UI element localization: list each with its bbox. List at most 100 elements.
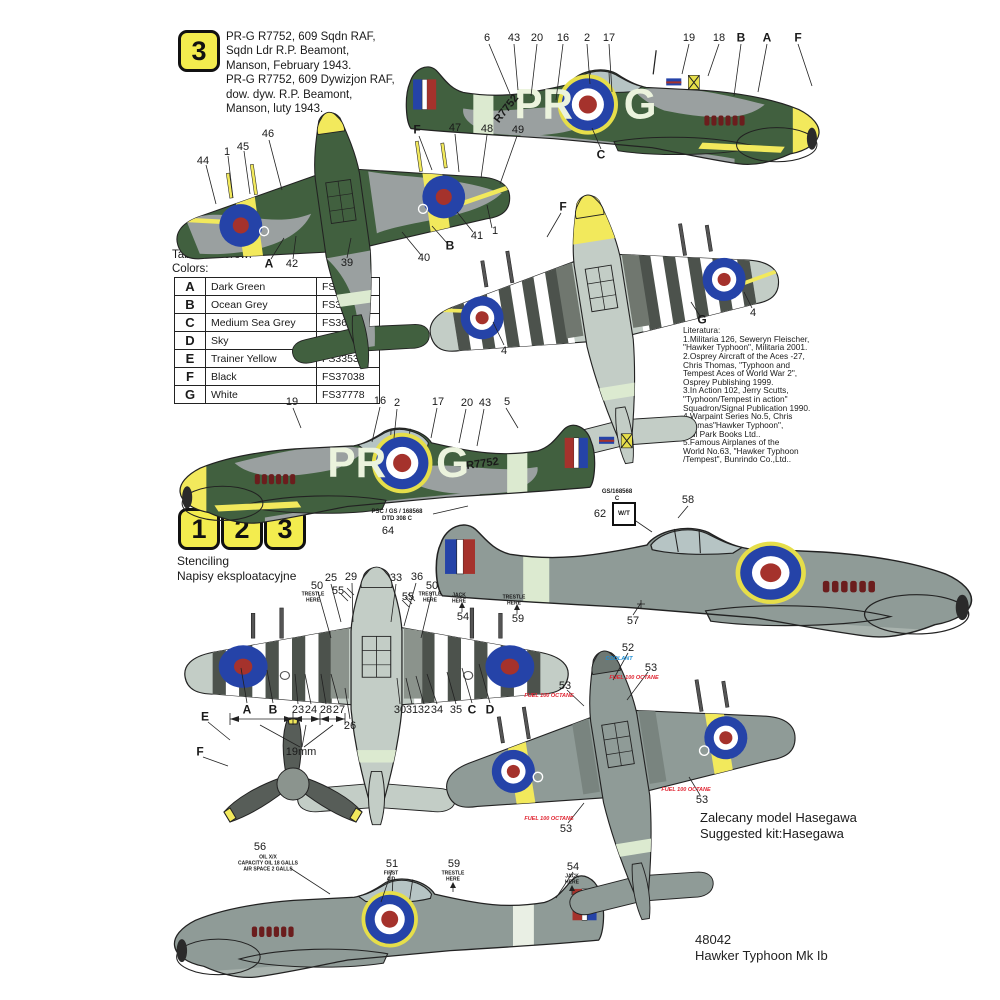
callout-label: 54 <box>566 860 580 873</box>
callout-label: 53 <box>695 793 709 806</box>
callout-label: 1 <box>223 145 231 158</box>
callout-label: 44 <box>196 154 210 167</box>
callout-label: 30 <box>393 703 407 716</box>
kit-number: 48042 <box>695 932 732 947</box>
callout-label: TRESTLE HERE <box>301 591 325 603</box>
callout-label: 16 <box>373 394 387 407</box>
callout-label: 43 <box>478 396 492 409</box>
callout-label: 27 <box>332 703 346 716</box>
callout-label: 4 <box>500 344 508 357</box>
callout-label: 18 <box>712 31 726 44</box>
color-name: Medium Sea Grey <box>205 313 317 332</box>
callout-label: 43 <box>507 31 521 44</box>
callout-label: A <box>762 30 772 45</box>
callout-label: TRESTLE HERE <box>502 594 526 606</box>
callout-label: 4 <box>749 306 757 319</box>
callout-label: B <box>736 30 746 45</box>
callout-label: B <box>445 238 455 253</box>
callout-label: TRESTLE HERE <box>441 870 465 882</box>
callout-label: FUEL 100 OCTANE <box>661 786 711 793</box>
callout-label: F <box>413 122 421 137</box>
callout-label: 41 <box>470 229 484 242</box>
callout-label: 53 <box>644 661 658 674</box>
color-code: A <box>174 277 206 296</box>
callout-label: 57 <box>626 614 640 627</box>
callout-label: 34 <box>430 703 444 716</box>
callout-label: 55 <box>331 584 345 597</box>
callout-label: 23 <box>291 703 305 716</box>
callout-label: 47 <box>448 121 462 134</box>
callout-label: 28 <box>319 703 333 716</box>
color-name: Sky <box>205 331 317 350</box>
callout-label: 26 <box>343 719 357 732</box>
fs-number: FS37778 <box>316 385 380 404</box>
callout-label: W/T <box>612 502 636 526</box>
callout-label: B <box>268 702 278 717</box>
callout-label: 29 <box>344 570 358 583</box>
callout-label: 40 <box>417 251 431 264</box>
scheme-description: PR-G R7752, 609 Sqdn RAF, Sqdn Ldr R.P. … <box>226 31 395 115</box>
callout-label: C <box>467 702 477 717</box>
callout-label: FUEL 100 OCTANE <box>524 815 574 822</box>
callout-label: 16 <box>556 31 570 44</box>
callout-label: FIRST AID <box>383 870 399 882</box>
callout-label: 53 <box>558 679 572 692</box>
callout-label: PSC / GS / 168568 DTD 308 C <box>371 508 423 522</box>
color-name: White <box>205 385 317 404</box>
callout-label: F <box>196 744 204 759</box>
callout-label: JACK HERE <box>565 873 579 885</box>
callout-label: 58 <box>681 493 695 506</box>
color-name: Ocean Grey <box>205 295 317 314</box>
callout-label: 1 <box>491 224 499 237</box>
callout-label: F <box>559 199 567 214</box>
callout-label: FUEL 100 OCTANE <box>609 674 659 681</box>
callout-label: A <box>242 702 252 717</box>
callout-label: 36 <box>410 570 424 583</box>
callout-label: 39 <box>340 256 354 269</box>
color-code: E <box>174 349 206 368</box>
callout-label: 46 <box>261 127 275 140</box>
callout-label: 51 <box>385 857 399 870</box>
callout-label: 33 <box>389 571 403 584</box>
callout-label: 25 <box>324 571 338 584</box>
fuselage-code-right: G <box>436 439 469 486</box>
callout-label: 17 <box>602 31 616 44</box>
profile-port-camo-artwork: PR G R7752 <box>179 424 633 524</box>
callout-label: 2 <box>393 396 401 409</box>
callout-label: 2 <box>583 31 591 44</box>
color-code: G <box>174 385 206 404</box>
callout-label: 48 <box>480 122 494 135</box>
callout-label: 19 <box>285 395 299 408</box>
callout-label: D <box>485 702 495 717</box>
callout-label: 50 <box>425 579 439 592</box>
callout-label: 32 <box>417 703 431 716</box>
scheme-badge-3: 3 <box>178 30 220 72</box>
callout-label: 52 <box>621 641 635 654</box>
callout-label: 64 <box>381 524 395 537</box>
callout-label: 54 <box>456 610 470 623</box>
callout-label: 5 <box>503 395 511 408</box>
callout-label: 42 <box>285 257 299 270</box>
callout-label: 56 <box>253 840 267 853</box>
callout-label: 53 <box>559 822 573 835</box>
callout-label: 19 <box>682 31 696 44</box>
callout-label: 59 <box>447 857 461 870</box>
color-code: B <box>174 295 206 314</box>
callout-label: 6 <box>483 31 491 44</box>
callout-label: TRESTLE HERE <box>418 591 442 603</box>
callout-label: OIL X/X CAPACITY OIL 18 GALLS AIR SPACE … <box>237 854 299 872</box>
fuselage-code-left: PR <box>327 439 386 486</box>
callout-label: 19mm <box>285 745 317 758</box>
callout-label: 45 <box>236 140 250 153</box>
callout-label: JACK HERE <box>452 592 466 604</box>
callout-label: A <box>264 256 274 271</box>
callout-label: F <box>794 30 802 45</box>
serial-number: R7752 <box>466 456 500 472</box>
